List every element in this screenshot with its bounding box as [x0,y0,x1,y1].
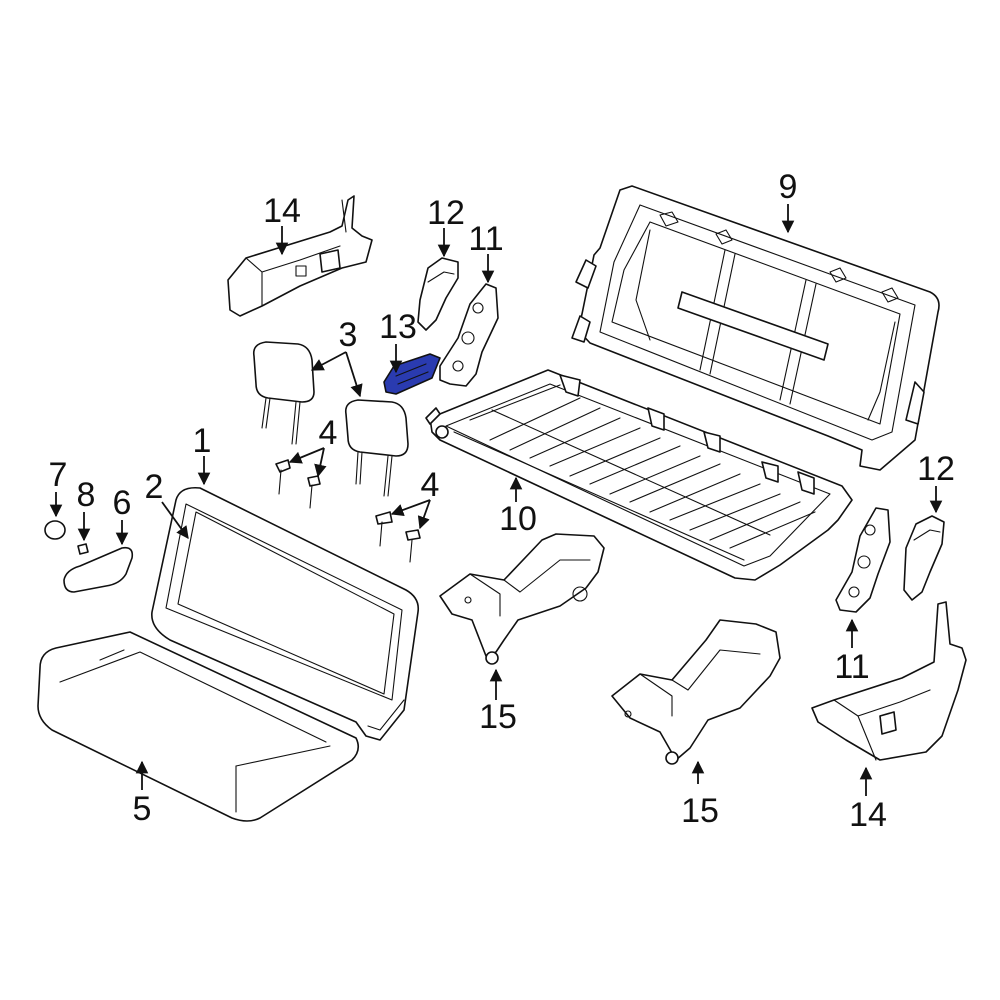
part-12-trim-cap-upper[interactable] [417,257,459,331]
part-1-seat-back[interactable] [151,486,420,741]
part-9-seat-back-frame[interactable] [571,185,940,471]
callout-2: 2 [145,468,164,506]
part-14-side-trim-upper[interactable] [227,195,373,317]
part-13-release-handle[interactable] [383,353,441,395]
callout-14-lower: 14 [849,796,887,834]
leader-lines [49,204,943,796]
callout-labels: 1 2 3 4 4 5 6 7 8 9 10 11 11 12 12 13 14… [49,168,955,834]
part-7-cap[interactable] [44,520,66,540]
part-4-headrest-guides[interactable] [275,459,421,563]
part-14-side-trim-lower[interactable] [811,601,967,761]
callout-10: 10 [499,500,537,538]
callout-3: 3 [339,316,358,354]
part-12-trim-cap-lower[interactable] [903,515,945,601]
callout-8: 8 [77,476,96,514]
callout-1: 1 [193,422,212,460]
callout-14-upper: 14 [263,192,301,230]
callout-11-lower: 11 [834,648,869,686]
callout-15-upper: 15 [479,698,517,736]
callout-4-upper: 4 [319,414,338,452]
callout-13: 13 [379,308,417,346]
callout-11-upper: 11 [468,220,503,258]
part-8-clip[interactable] [77,543,89,555]
callout-5: 5 [133,790,152,828]
callout-12-upper: 12 [427,194,465,232]
callout-6: 6 [113,484,132,522]
part-10-seat-cushion-frame[interactable] [425,369,853,581]
callout-12-lower: 12 [917,450,955,488]
part-6-trim-cover[interactable] [63,546,134,593]
part-15-seat-riser-right[interactable] [611,619,781,765]
part-5-seat-cushion[interactable] [37,631,360,822]
callout-15-lower: 15 [681,792,719,830]
part-3-headrests[interactable] [252,341,409,497]
callout-7: 7 [49,456,68,494]
callout-4-lower: 4 [421,466,440,504]
part-15-seat-riser-left[interactable] [439,533,605,665]
part-11-hinge-bracket-lower[interactable] [835,507,891,613]
callout-9: 9 [779,168,798,206]
part-11-hinge-bracket-upper[interactable] [439,283,499,387]
